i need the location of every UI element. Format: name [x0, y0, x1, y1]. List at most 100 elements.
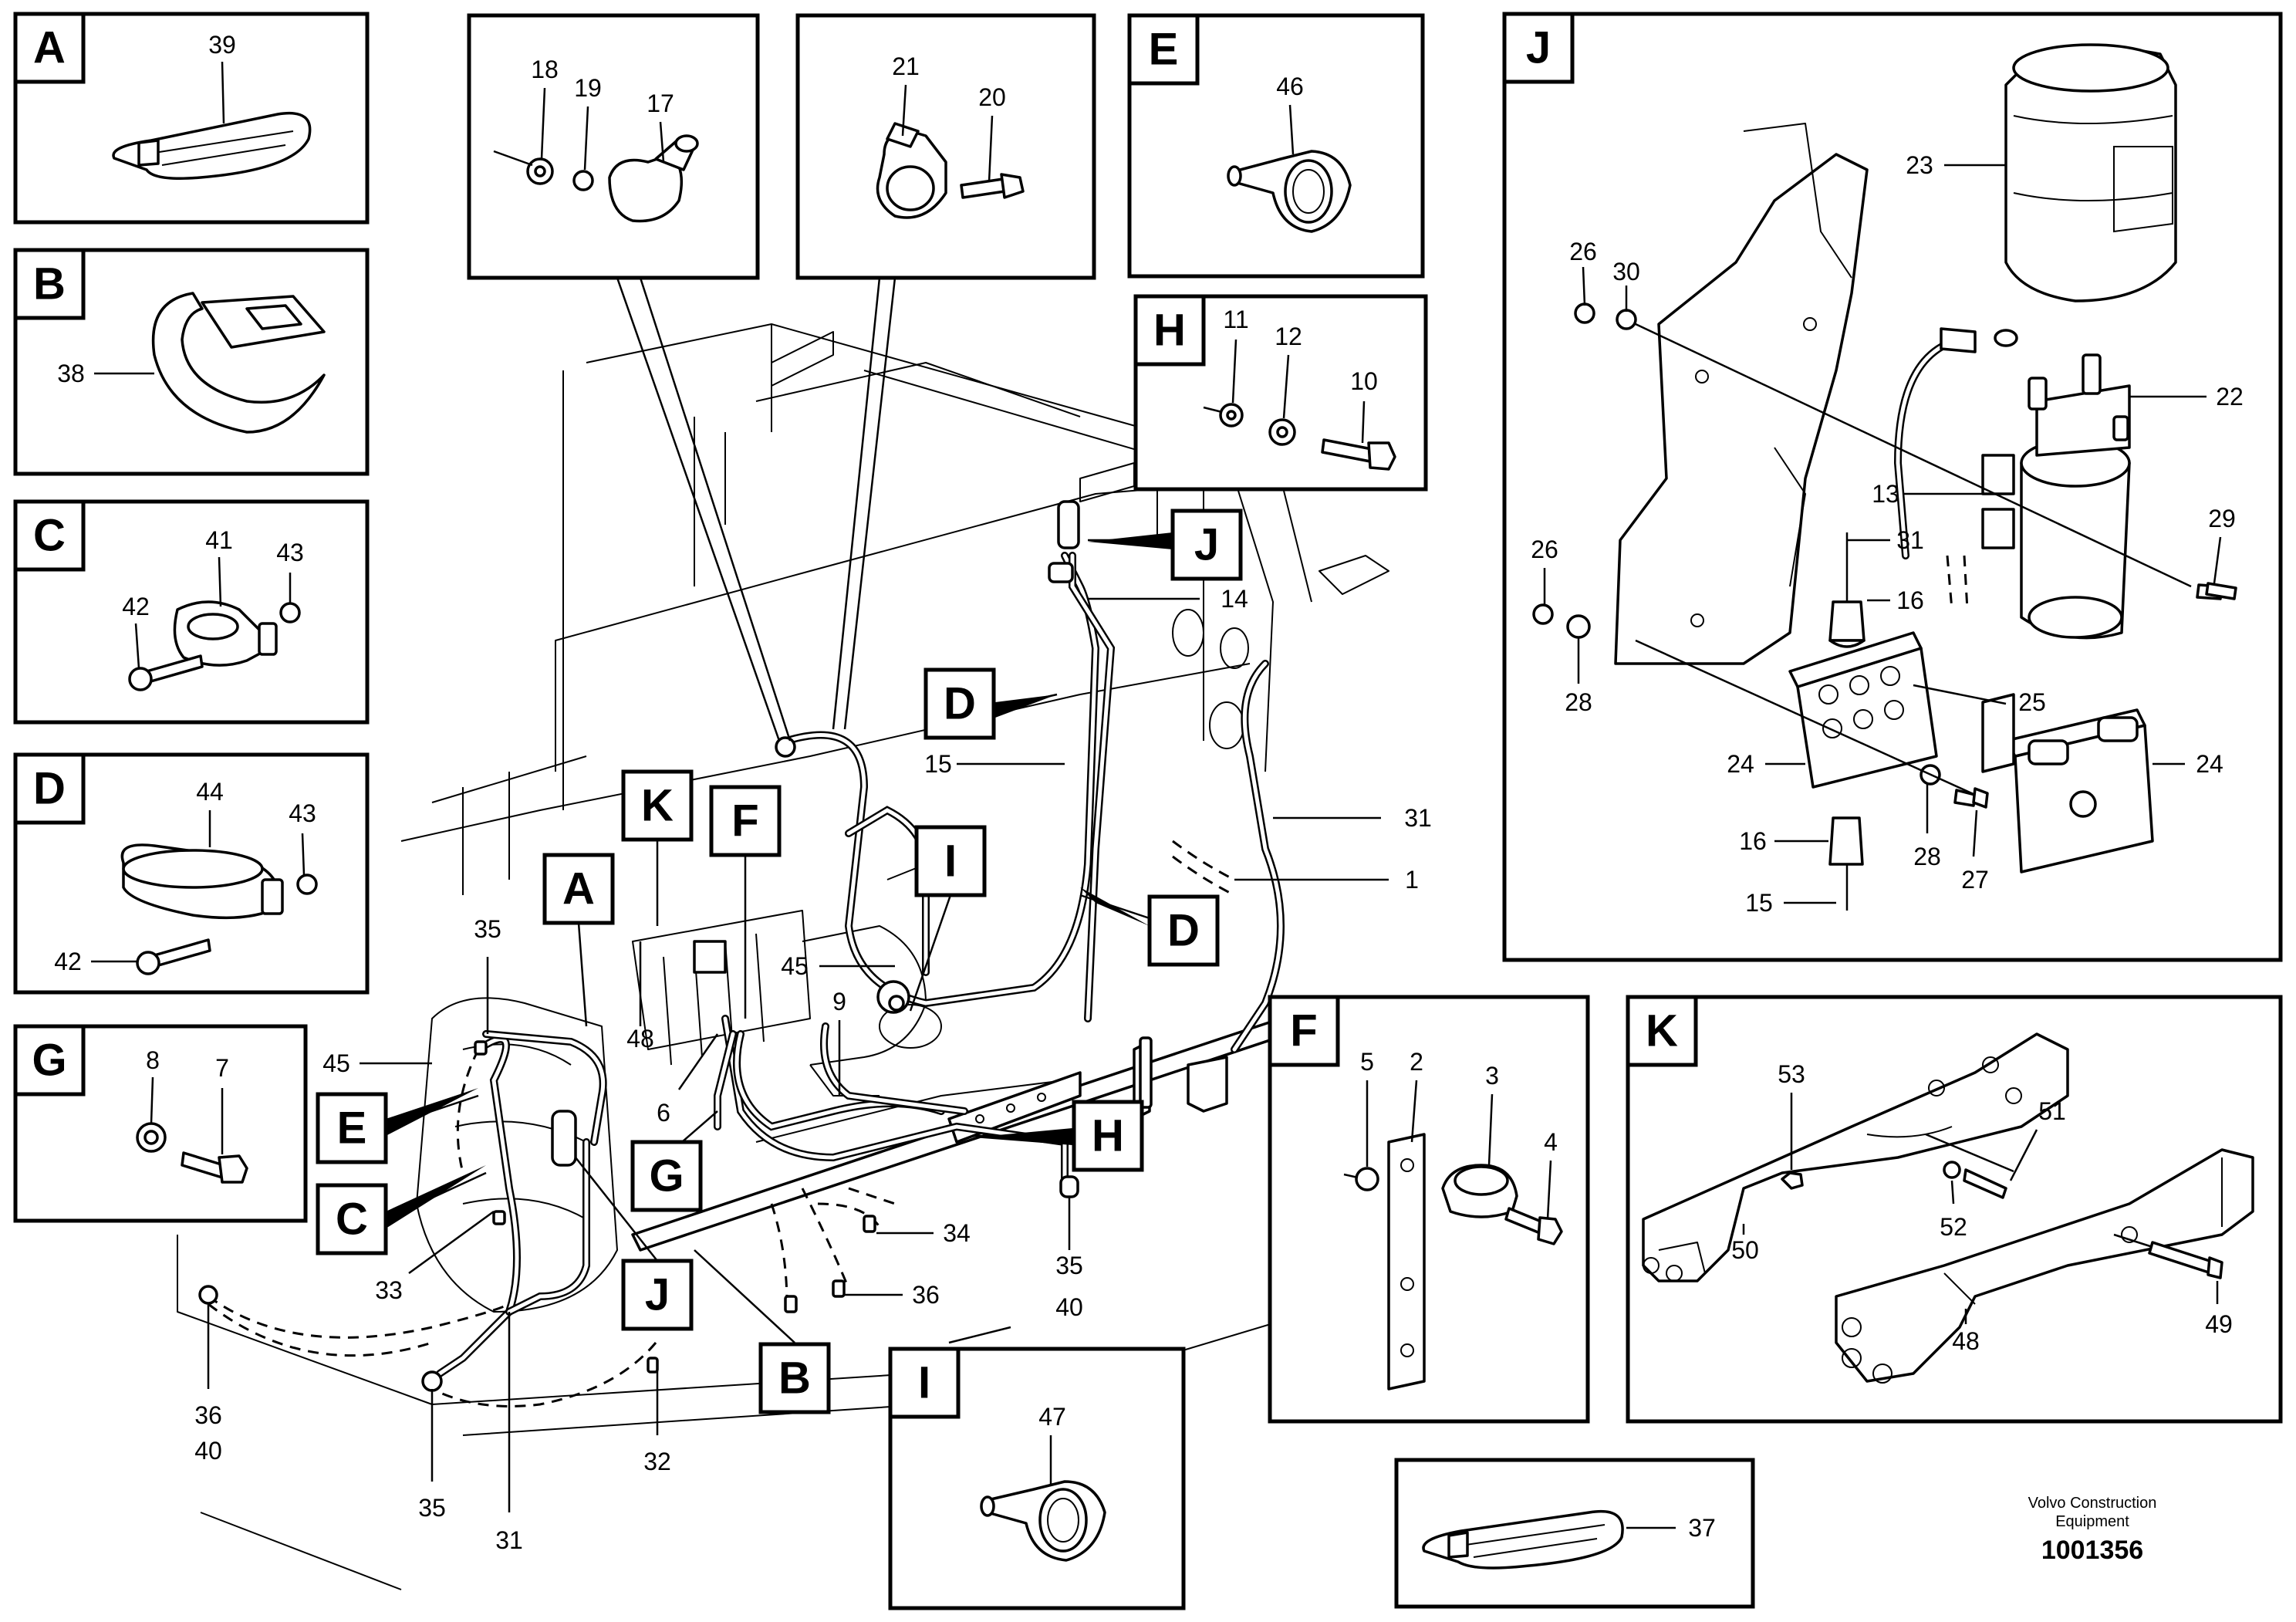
panel-d: D 44 43 42	[13, 752, 370, 995]
company-line1: Volvo Construction	[2028, 1495, 2157, 1512]
svg-text:J: J	[1194, 520, 1219, 570]
main-labels: 14 15 31 1 35 45 48 45 9 6 33 34 36 35 4…	[194, 585, 1432, 1554]
panel-tie-37: 37	[1394, 1458, 1755, 1609]
label-11: 11	[1223, 306, 1248, 333]
connector-16	[1828, 600, 1866, 642]
label-27: 27	[1961, 866, 1989, 894]
panel-c-letter: C	[33, 511, 66, 561]
label-49: 49	[2205, 1310, 2233, 1338]
label-28: 28	[1565, 688, 1592, 716]
bracket-25	[1981, 693, 2015, 773]
clamp-41	[173, 600, 278, 667]
washer-43	[279, 602, 301, 623]
panel-j-letter: J	[1526, 23, 1551, 73]
washer-5	[1355, 1167, 1379, 1191]
callout-d-upper[interactable]	[923, 667, 996, 740]
clamp-21	[876, 122, 947, 219]
label-43: 43	[276, 539, 304, 566]
label-35: 35	[474, 915, 501, 943]
label-26: 26	[1569, 238, 1597, 265]
label-44: 44	[196, 778, 224, 806]
label-48: 48	[626, 1025, 654, 1053]
callout-j-lower[interactable]	[621, 1259, 694, 1331]
panel-e-letter: E	[1149, 25, 1179, 75]
cable-strap-38	[151, 292, 326, 434]
plate-2	[1387, 1133, 1426, 1391]
label-5: 5	[1360, 1048, 1374, 1076]
callout-a[interactable]	[542, 853, 615, 925]
label-12: 12	[1275, 323, 1302, 350]
label-24b: 24	[2196, 750, 2223, 778]
label-16: 16	[1896, 586, 1924, 614]
label-8: 8	[146, 1046, 160, 1074]
panel-b: B 38	[13, 248, 370, 476]
boot-17	[608, 134, 699, 223]
svg-text:G: G	[649, 1151, 684, 1201]
svg-text:B: B	[778, 1353, 811, 1404]
label-31-j: 31	[1896, 526, 1924, 554]
callout-i[interactable]	[914, 825, 987, 897]
label-36b: 36	[194, 1401, 222, 1429]
label-6: 6	[657, 1099, 670, 1127]
panel-g-letter: G	[32, 1036, 66, 1086]
svg-text:E: E	[337, 1103, 367, 1154]
callout-j-upper[interactable]	[1170, 509, 1243, 581]
callout-b[interactable]	[758, 1342, 831, 1414]
label-32: 32	[643, 1448, 671, 1475]
label-33: 33	[375, 1276, 403, 1304]
label-16b: 16	[1739, 827, 1767, 855]
panel-top-boot: 18 19 17	[467, 13, 760, 280]
cover-24	[2004, 708, 2154, 874]
relay-23	[2004, 43, 2177, 302]
label-51: 51	[2038, 1097, 2066, 1125]
label-26b: 26	[1531, 536, 1558, 563]
svg-text:J: J	[645, 1270, 670, 1320]
label-40b: 40	[1055, 1293, 1083, 1321]
label-31: 31	[1404, 804, 1432, 832]
panel-h: H 11 12 10	[1133, 294, 1428, 492]
washer-52	[1943, 1161, 1961, 1179]
label-18: 18	[531, 56, 559, 83]
label-38: 38	[57, 360, 85, 387]
label-46: 46	[1276, 73, 1304, 100]
label-40c: 40	[194, 1437, 222, 1465]
svg-text:D: D	[944, 679, 976, 729]
bolt-51	[1963, 1168, 2007, 1199]
connector-16b	[1828, 816, 1864, 866]
label-13: 13	[1872, 480, 1899, 508]
callout-f[interactable]	[709, 785, 782, 857]
callout-g[interactable]	[630, 1140, 703, 1212]
panel-c: C 41 43 42	[13, 499, 370, 725]
bracket-50	[1642, 1032, 2069, 1282]
drawing-footer: Volvo Construction Equipment 1001356	[2028, 1495, 2157, 1565]
label-21: 21	[892, 52, 920, 80]
clamp-44	[120, 843, 284, 920]
panel-a-letter: A	[33, 23, 66, 73]
svg-text:I: I	[944, 836, 957, 887]
panel-top-clamp: 21 20	[795, 13, 1096, 280]
panel-j: J	[1502, 12, 2283, 962]
label-19: 19	[574, 74, 602, 102]
label-17: 17	[647, 90, 674, 117]
callout-k[interactable]	[621, 769, 694, 842]
panel-i-letter: I	[918, 1358, 930, 1408]
label-42d: 42	[54, 948, 82, 975]
callout-d-lower[interactable]	[1147, 894, 1220, 967]
cable-tie-37	[1422, 1510, 1624, 1570]
plug-53	[1781, 1171, 1804, 1190]
panel-f-letter: F	[1290, 1006, 1317, 1056]
callout-e[interactable]	[316, 1092, 388, 1164]
bracket-48	[1835, 1148, 2254, 1384]
label-2: 2	[1410, 1048, 1423, 1076]
panel-k: K 53 51 52 50	[1626, 995, 2283, 1424]
washer-19	[572, 170, 594, 191]
callout-c[interactable]	[316, 1183, 388, 1255]
label-25: 25	[2018, 688, 2046, 716]
label-52: 52	[1940, 1213, 1967, 1241]
label-41: 41	[205, 526, 233, 554]
label-22: 22	[2216, 383, 2244, 411]
svg-text:A: A	[562, 864, 595, 914]
washer-43d	[296, 874, 318, 895]
callout-h[interactable]	[1072, 1100, 1144, 1172]
label-37: 37	[1688, 1514, 1716, 1542]
